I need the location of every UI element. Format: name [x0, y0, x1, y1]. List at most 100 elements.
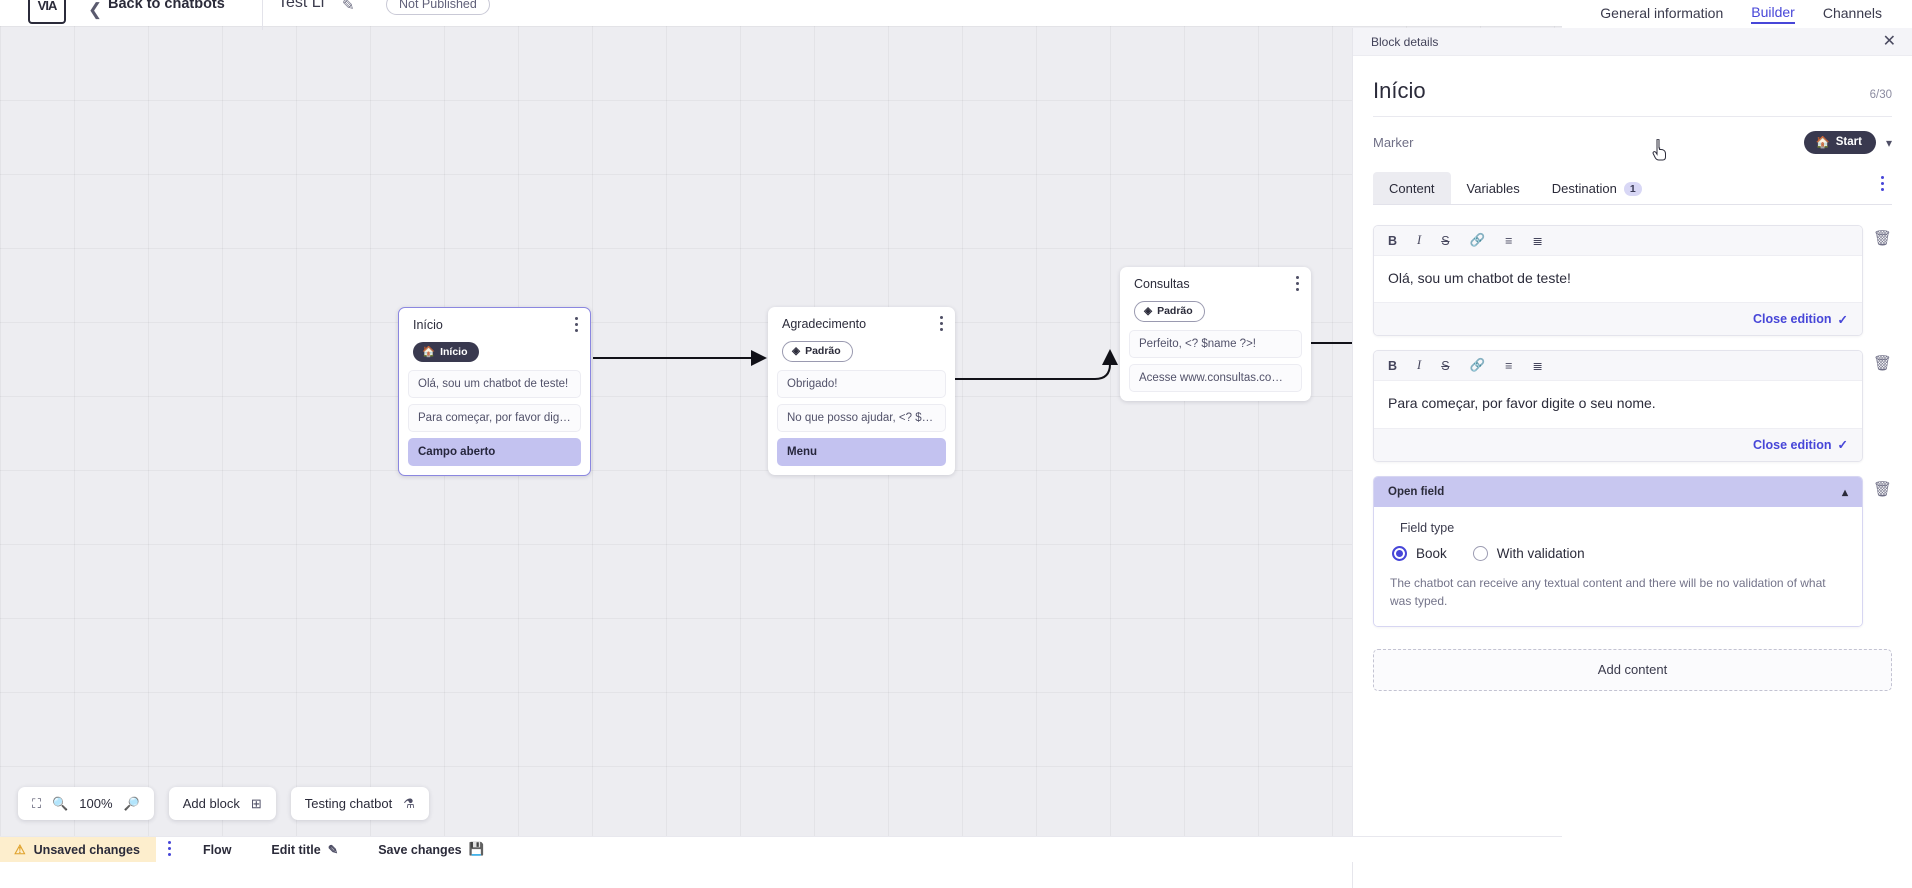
strikethrough-icon[interactable]: S — [1441, 358, 1450, 373]
zoom-level-label: 100% — [79, 796, 113, 811]
node-row[interactable]: Campo aberto — [408, 438, 581, 466]
flow-node-agradecimento[interactable]: Agradecimento ◈ Padrão Obrigado! No que … — [768, 307, 955, 475]
check-icon: ✓ — [1837, 438, 1848, 453]
node-kebab-menu-icon[interactable] — [575, 317, 578, 335]
content-item: B I S 🔗 ≡ ≣ Para começar, por favor digi… — [1373, 350, 1892, 462]
open-field-header[interactable]: Open field ▴ — [1374, 476, 1862, 507]
home-icon: 🏠 — [422, 346, 436, 358]
node-title: Início — [413, 318, 443, 332]
testing-chatbot-button[interactable]: Testing chatbot ⚗ — [290, 787, 429, 820]
radio-book-input[interactable] — [1392, 545, 1407, 561]
fit-screen-icon[interactable]: ⛶ — [32, 795, 42, 811]
tab-variables-label: Variables — [1466, 181, 1520, 196]
rich-text-editor[interactable]: B I S 🔗 ≡ ≣ Olá, sou um chatbot de teste… — [1373, 225, 1863, 337]
field-type-radio-group: Book With validation — [1392, 545, 1846, 561]
flow-node-consultas[interactable]: Consultas ◈ Padrão Perfeito, <? $name ?>… — [1120, 267, 1311, 401]
tag-icon: ◈ — [1144, 305, 1153, 317]
home-icon: 🏠 — [1815, 137, 1830, 149]
numbered-list-icon[interactable]: ≣ — [1532, 234, 1543, 248]
pencil-icon[interactable]: ✎ — [342, 0, 355, 14]
close-edition-label: Close edition — [1752, 437, 1832, 452]
chevron-down-icon[interactable]: ▾ — [1885, 135, 1892, 150]
trash-icon[interactable]: 🗑 — [1872, 355, 1892, 373]
zoom-in-icon[interactable]: 🔎 — [123, 795, 140, 811]
flask-icon: ⚗ — [403, 795, 415, 811]
add-block-icon: ⊞ — [250, 795, 262, 811]
app-logo[interactable]: VIA — [28, 0, 66, 24]
node-row[interactable]: No que posso ajudar, <? $name ... — [777, 404, 946, 432]
marker-badge: 🏠 Start — [1804, 131, 1876, 154]
tab-destination[interactable]: Destination 1 — [1536, 172, 1658, 204]
block-name[interactable]: Início — [1373, 78, 1426, 103]
flow-node-inicio[interactable]: Início 🏠 Início Olá, sou um chatbot de t… — [398, 307, 591, 476]
status-bar: ⚠ Unsaved changes Flow Edit title ✎ Save… — [0, 836, 1562, 862]
open-field-title: Open field — [1388, 485, 1445, 498]
editor-toolbar: B I S 🔗 ≡ ≣ — [1374, 226, 1862, 256]
node-row[interactable]: Perfeito, <? $name ?>! — [1129, 330, 1302, 358]
status-kebab-menu-icon[interactable] — [156, 840, 183, 859]
panel-title: Block details — [1371, 34, 1439, 49]
open-field-card[interactable]: Open field ▴ Field type Book — [1373, 475, 1863, 627]
unsaved-changes-badge: ⚠ Unsaved changes — [0, 836, 156, 862]
strikethrough-icon[interactable]: S — [1441, 233, 1450, 248]
marker-row: Marker 🏠 Start ▾ — [1373, 117, 1892, 166]
link-icon[interactable]: 🔗 — [1469, 233, 1486, 247]
add-content-button[interactable]: Add content — [1373, 648, 1892, 691]
chevron-up-icon[interactable]: ▴ — [1842, 486, 1848, 499]
numbered-list-icon[interactable]: ≣ — [1532, 359, 1543, 374]
radio-option-book[interactable]: Book — [1392, 545, 1447, 561]
editor-text-2[interactable]: Para começar, por favor digite o seu nom… — [1374, 381, 1674, 428]
nav-tab-channels[interactable]: Channels — [1822, 5, 1882, 21]
chevron-left-icon[interactable]: ❮ — [88, 0, 103, 19]
top-bar: VIA ❮ Back to chatbots Test Li ✎ Not Pub… — [0, 0, 1912, 30]
flow-canvas[interactable]: Início 🏠 Início Olá, sou um chatbot de t… — [0, 26, 1562, 862]
add-block-button[interactable]: Add block ⊞ — [168, 787, 276, 820]
radio-book-label: Book — [1416, 545, 1447, 561]
content-tab-panel: B I S 🔗 ≡ ≣ Olá, sou um chatbot de teste… — [1373, 205, 1892, 691]
save-changes-label: Save changes — [378, 842, 462, 857]
editor-footer: Close edition ✓ — [1374, 302, 1862, 336]
node-rows: Obrigado! No que posso ajudar, <? $name … — [768, 362, 955, 475]
trash-icon[interactable]: 🗑 — [1872, 480, 1892, 498]
node-badge-start: 🏠 Início — [413, 342, 479, 362]
node-row[interactable]: Menu — [777, 438, 946, 466]
tab-destination-label: Destination — [1551, 181, 1617, 196]
node-row[interactable]: Acesse www.consultas.com par... — [1129, 364, 1302, 392]
italic-icon[interactable]: I — [1417, 233, 1422, 247]
panel-kebab-menu-icon[interactable] — [1873, 172, 1892, 198]
radio-option-with-validation[interactable]: With validation — [1472, 545, 1585, 561]
bold-icon[interactable]: B — [1388, 233, 1398, 248]
trash-icon[interactable]: 🗑 — [1872, 230, 1892, 247]
node-row[interactable]: Obrigado! — [777, 370, 946, 398]
bullet-list-icon[interactable]: ≡ — [1505, 233, 1513, 248]
nav-tab-general-information[interactable]: General information — [1600, 5, 1724, 21]
destination-count-badge: 1 — [1623, 181, 1642, 196]
italic-icon[interactable]: I — [1417, 358, 1422, 373]
tab-content[interactable]: Content — [1373, 172, 1451, 204]
close-icon[interactable]: ✕ — [1882, 32, 1896, 50]
bullet-list-icon[interactable]: ≡ — [1505, 358, 1513, 373]
link-icon[interactable]: 🔗 — [1469, 358, 1486, 373]
save-changes-button[interactable]: Save changes 💾 — [358, 842, 504, 857]
node-row[interactable]: Para começar, por favor digite o ... — [408, 404, 581, 432]
node-kebab-menu-icon[interactable] — [940, 316, 943, 334]
chatbot-title: Test Li — [278, 0, 325, 11]
radio-with-validation-input[interactable] — [1472, 545, 1488, 561]
close-edition-button[interactable]: Close edition ✓ — [1752, 437, 1848, 453]
tab-variables[interactable]: Variables — [1451, 172, 1536, 204]
editor-text-1[interactable]: Olá, sou um chatbot de teste! — [1374, 256, 1862, 303]
flow-label: Flow — [202, 842, 232, 857]
bold-icon[interactable]: B — [1388, 358, 1398, 373]
rich-text-editor[interactable]: B I S 🔗 ≡ ≣ Para começar, por favor digi… — [1373, 350, 1863, 462]
edit-title-button[interactable]: Edit title ✎ — [251, 842, 358, 858]
close-edition-button[interactable]: Close edition ✓ — [1753, 312, 1848, 327]
flow-button[interactable]: Flow — [183, 843, 251, 857]
zoom-out-icon[interactable]: 🔍 — [52, 795, 69, 811]
node-kebab-menu-icon[interactable] — [1296, 276, 1299, 294]
marker-select[interactable]: 🏠 Start ▾ — [1804, 131, 1892, 154]
node-row[interactable]: Olá, sou um chatbot de teste! — [408, 370, 581, 398]
field-type-label: Field type — [1400, 520, 1455, 535]
nav-tab-builder[interactable]: Builder — [1751, 4, 1795, 24]
back-to-chatbots-link[interactable]: Back to chatbots — [108, 0, 225, 12]
zoom-controls[interactable]: ⛶ 🔍 100% 🔎 — [18, 787, 154, 820]
